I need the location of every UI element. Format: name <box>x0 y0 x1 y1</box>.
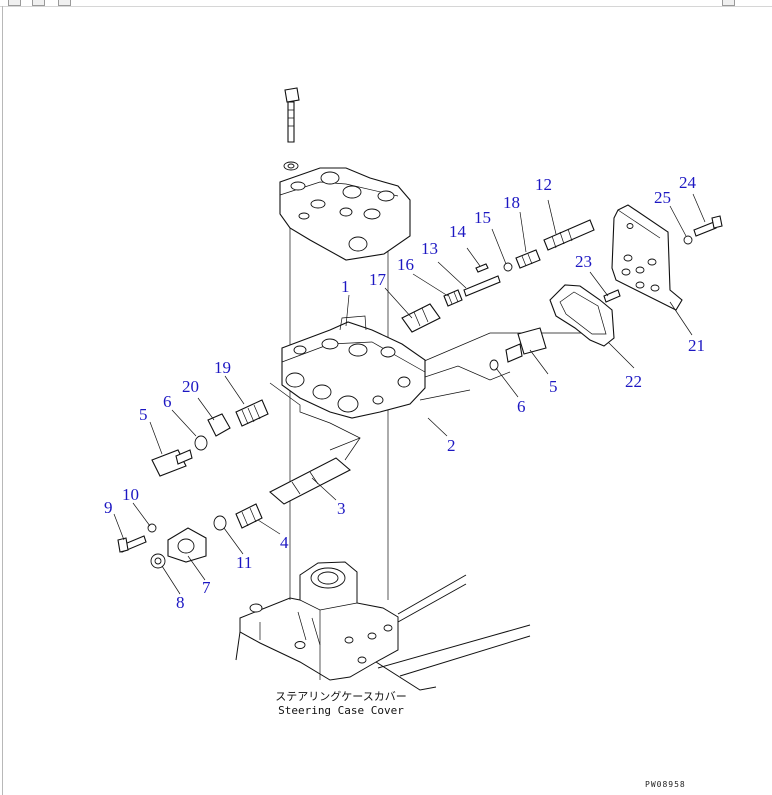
zoom-icon[interactable] <box>58 0 71 6</box>
callout-19: 19 <box>214 358 231 377</box>
right-plug-drawing <box>489 327 547 371</box>
gasket-drawing <box>549 284 615 347</box>
callout-12: 12 <box>535 175 552 194</box>
callout-9: 9 <box>104 498 113 517</box>
callout-4: 4 <box>280 533 289 552</box>
callout-23: 23 <box>575 252 592 271</box>
callout-20: 20 <box>182 377 199 396</box>
callout-25: 25 <box>654 188 671 207</box>
viewer-frame-edge <box>2 6 3 795</box>
assembly-guide-lines <box>269 228 611 600</box>
top-bolt-drawing <box>283 87 300 171</box>
caption-english: Steering Case Cover <box>278 704 404 717</box>
callout-8: 8 <box>176 593 185 612</box>
left-upper-parts-drawing <box>151 399 269 477</box>
callout-15: 15 <box>474 208 491 227</box>
main-valve-body-drawing <box>281 315 426 419</box>
callout-13: 13 <box>421 239 438 258</box>
callout-24: 24 <box>679 173 697 192</box>
steering-case-cover-drawing <box>235 561 531 691</box>
callout-22: 22 <box>625 372 642 391</box>
callout-6-left: 6 <box>163 392 172 411</box>
callout-17: 17 <box>369 270 387 289</box>
callout-3: 3 <box>337 499 346 518</box>
callout-11: 11 <box>236 553 252 572</box>
callout-14: 14 <box>449 222 467 241</box>
lower-left-parts-drawing <box>117 523 207 569</box>
viewer-toolbar <box>0 0 772 7</box>
back-icon[interactable] <box>8 0 21 6</box>
callout-5-left: 5 <box>139 405 148 424</box>
callout-21: 21 <box>688 336 705 355</box>
callout-7: 7 <box>202 578 211 597</box>
view-icon[interactable] <box>32 0 45 6</box>
callout-1: 1 <box>341 277 350 296</box>
spool-assembly-drawing <box>401 219 595 333</box>
upper-valve-body-drawing <box>279 167 411 261</box>
callout-10: 10 <box>122 485 139 504</box>
caption-japanese: ステアリングケースカバー <box>275 689 406 703</box>
leader-lines <box>113 193 706 595</box>
callout-labels: 1 2 3 4 5 5 6 6 7 8 9 10 11 12 13 14 15 … <box>104 173 705 612</box>
callout-6-right: 6 <box>517 397 526 416</box>
search-icon[interactable] <box>722 0 735 6</box>
callout-2: 2 <box>447 436 456 455</box>
callout-5-right: 5 <box>549 377 558 396</box>
cover-plate-drawing <box>603 204 723 311</box>
callout-18: 18 <box>503 193 520 212</box>
callout-16: 16 <box>397 255 414 274</box>
spool-3-drawing <box>213 457 351 531</box>
drawing-code: PW08958 <box>645 780 686 789</box>
